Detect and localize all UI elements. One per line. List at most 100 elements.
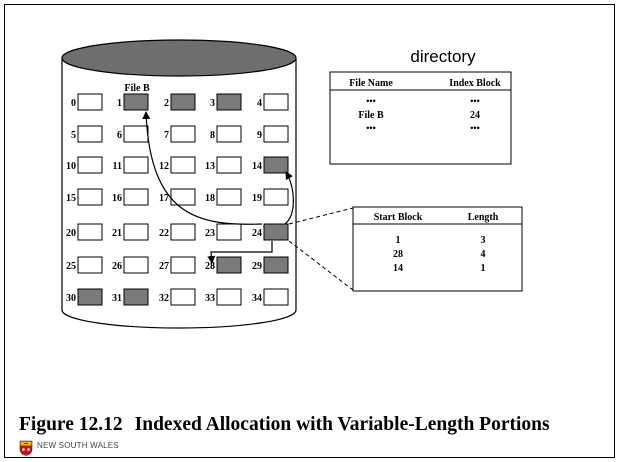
- unsw-footer: NEW SOUTH WALES: [19, 440, 119, 456]
- directory-header-index-block: Index Block: [449, 78, 501, 89]
- disk-cylinder: [61, 39, 297, 329]
- disk-block-16: [123, 188, 149, 206]
- disk-block-label: 6: [117, 130, 122, 141]
- disk-block-label: 12: [159, 161, 169, 172]
- directory-title: directory: [410, 47, 476, 66]
- disk-block-31: [123, 288, 149, 306]
- unsw-crest-icon: [19, 440, 33, 456]
- disk-block-11: [123, 156, 149, 174]
- disk-block-30: [77, 288, 103, 306]
- disk-block-25: [77, 256, 103, 274]
- disk-block-label: 33: [205, 293, 215, 304]
- disk-block-label: 31: [112, 293, 122, 304]
- disk-block-10: [77, 156, 103, 174]
- arrow-to-block-14: [284, 171, 294, 225]
- disk-block-label: 16: [112, 193, 122, 204]
- index-header-length: Length: [468, 212, 499, 223]
- disk-block-27: [170, 256, 196, 274]
- disk-block-label: 13: [205, 161, 215, 172]
- disk-block-7: [170, 125, 196, 143]
- disk-block-9: [263, 125, 289, 143]
- disk-block-22: [170, 223, 196, 241]
- disk-block-1: [123, 93, 149, 111]
- slide-frame: [4, 4, 615, 458]
- disk-block-2: [170, 93, 196, 111]
- disk-block-label: 2: [164, 98, 169, 109]
- disk-block-label: 20: [66, 228, 76, 239]
- disk-block-label: 3: [210, 98, 215, 109]
- index-cell: 14: [393, 263, 403, 274]
- disk-block-13: [216, 156, 242, 174]
- disk-block-4: [263, 93, 289, 111]
- disk-block-label: 29: [252, 261, 262, 272]
- disk-block-label: 28: [205, 261, 215, 272]
- figure-number: Figure 12.12: [19, 414, 123, 435]
- index-header-start-block: Start Block: [374, 212, 423, 223]
- disk-block-12: [170, 156, 196, 174]
- disk-block-17: [170, 188, 196, 206]
- arrow-to-block-28: [207, 241, 273, 264]
- disk-block-label: 24: [252, 228, 262, 239]
- index-cell: 4: [481, 249, 486, 260]
- disk-block-21: [123, 223, 149, 241]
- disk-block-label: 1: [117, 98, 122, 109]
- directory-header-file-name: File Name: [349, 78, 393, 89]
- disk-block-label: 18: [205, 193, 215, 204]
- disk-block-29: [263, 256, 289, 274]
- disk-block-label: 21: [112, 228, 122, 239]
- figure-title: Indexed Allocation with Variable-Length …: [134, 414, 550, 435]
- disk-block-14: [263, 156, 289, 174]
- disk-block-label: 11: [113, 161, 122, 172]
- index-pointer-lines: [288, 207, 354, 291]
- block-link-arrows: [142, 111, 294, 264]
- file-b-label: File B: [124, 83, 150, 94]
- directory-cell: File B: [358, 110, 384, 121]
- disk-block-8: [216, 125, 242, 143]
- disk-block-label: 10: [66, 161, 76, 172]
- disk-block-label: 5: [71, 130, 76, 141]
- directory-cell: •••: [470, 96, 479, 106]
- directory-cell: 24: [470, 110, 480, 121]
- disk-block-15: [77, 188, 103, 206]
- figure-caption: Figure 12.12 Indexed Allocation with Vari…: [19, 414, 550, 436]
- disk-cylinder-top: [61, 39, 297, 77]
- disk-block-label: 30: [66, 293, 76, 304]
- index-cell: 28: [393, 249, 403, 260]
- disk-block-label: 23: [205, 228, 215, 239]
- disk-block-label: 15: [66, 193, 76, 204]
- disk-block-label: 14: [252, 161, 262, 172]
- disk-block-26: [123, 256, 149, 274]
- directory-cell: •••: [366, 123, 375, 133]
- disk-block-20: [77, 223, 103, 241]
- disk-block-19: [263, 188, 289, 206]
- disk-block-33: [216, 288, 242, 306]
- disk-block-label: 8: [210, 130, 215, 141]
- directory-table: File Name Index Block ••• ••• File B 24 …: [329, 71, 512, 165]
- disk-block-6: [123, 125, 149, 143]
- disk-block-34: [263, 288, 289, 306]
- disk-block-0: [77, 93, 103, 111]
- disk-block-label: 0: [71, 98, 76, 109]
- index-cell: 3: [481, 235, 486, 246]
- disk-block-32: [170, 288, 196, 306]
- footer-text: NEW SOUTH WALES: [37, 440, 119, 450]
- disk-block-label: 34: [252, 293, 262, 304]
- index-block-table: Start Block Length 1 3 28 4 14 1: [352, 206, 523, 292]
- disk-block-label: 27: [159, 261, 169, 272]
- disk-block-18: [216, 188, 242, 206]
- disk-block-label: 7: [164, 130, 169, 141]
- disk-block-3: [216, 93, 242, 111]
- disk-block-label: 25: [66, 261, 76, 272]
- index-cell: 1: [396, 235, 401, 246]
- disk-block-28: [216, 256, 242, 274]
- directory-cell: •••: [366, 96, 375, 106]
- disk-block-label: 22: [159, 228, 169, 239]
- disk-block-5: [77, 125, 103, 143]
- directory-cell: •••: [470, 123, 479, 133]
- disk-block-label: 26: [112, 261, 122, 272]
- disk-block-label: 19: [252, 193, 262, 204]
- disk-block-label: 9: [257, 130, 262, 141]
- index-cell: 1: [481, 263, 486, 274]
- disk-block-24: [263, 223, 289, 241]
